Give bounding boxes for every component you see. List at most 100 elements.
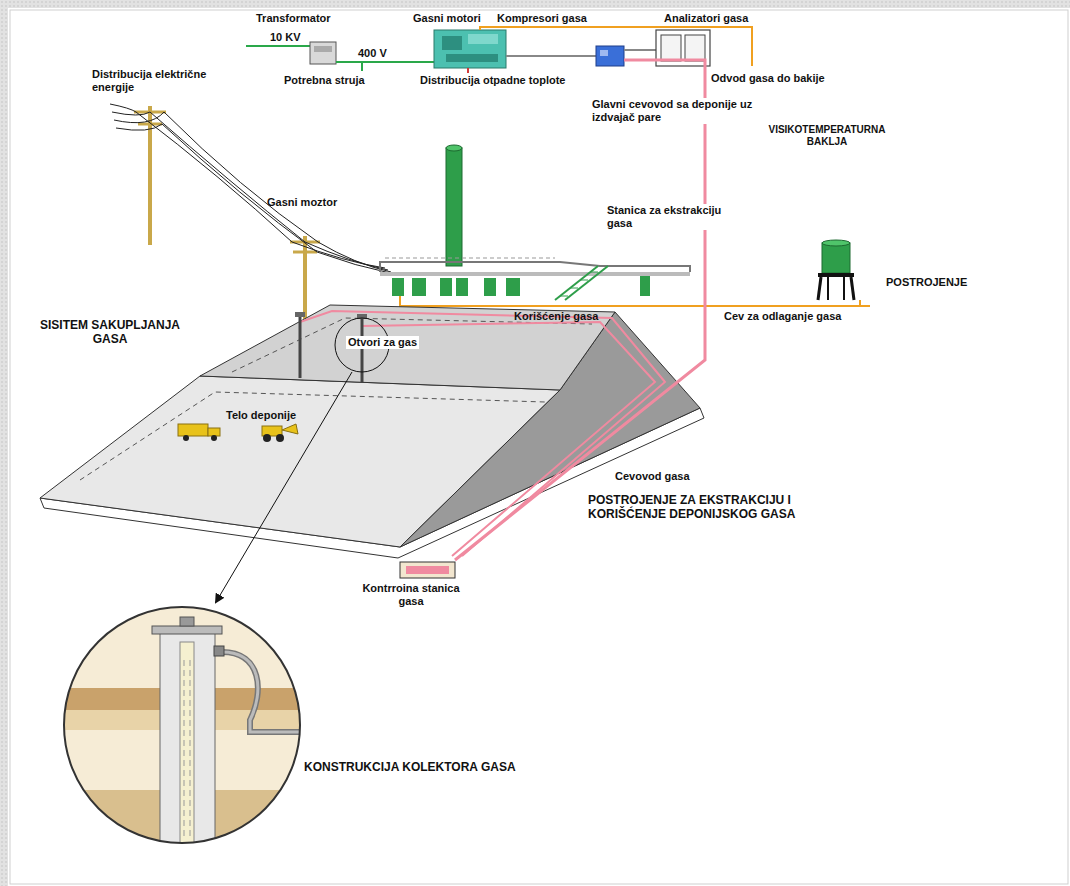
- gas-pipe-part: [455, 60, 705, 560]
- part-label: Analizatori gasa: [664, 12, 748, 25]
- plant-building-part: [859, 300, 861, 306]
- schematic: [246, 27, 752, 73]
- schematic-part: [434, 30, 506, 68]
- part-label: Distribucija električne energije: [92, 68, 217, 94]
- schematic-part: [442, 36, 462, 50]
- part-label: 10 KV: [270, 31, 301, 44]
- page-frame-part: [0, 0, 1070, 8]
- part-label: Transformator: [256, 12, 331, 25]
- vehicles-part: [282, 424, 298, 434]
- vehicles: [178, 424, 298, 442]
- vehicles-part: [183, 435, 189, 441]
- power-line: [110, 104, 394, 336]
- part-label: POSTROJENJE: [886, 276, 967, 289]
- page-frame-part: [0, 0, 8, 886]
- part-label: Otvori za gas: [346, 336, 419, 349]
- vehicles-part: [178, 424, 208, 436]
- vehicles-part: [263, 434, 271, 442]
- plant-building-part: [380, 272, 690, 276]
- collector-detail-part-part: [180, 642, 194, 852]
- schematic-part: [480, 27, 752, 66]
- collector-detail-part-part: [222, 652, 310, 732]
- part-label: KONSTRUKCIJA KOLEKTORA GASA: [304, 760, 516, 774]
- part-label: Kompresori gasa: [497, 12, 587, 25]
- gas-well: [216, 312, 389, 602]
- part-label: Potrebna struja: [284, 74, 365, 87]
- schematic-part: [246, 45, 310, 47]
- collector-detail-part: [64, 607, 300, 843]
- gas-pipe: [300, 60, 705, 560]
- vehicles-part: [276, 434, 284, 442]
- collector-detail-part: [152, 626, 222, 634]
- flare-part: [818, 273, 854, 277]
- part-label: Cevovod gasa: [615, 470, 690, 483]
- gas-well-part: [216, 372, 352, 602]
- flare-part: [827, 277, 829, 300]
- part-label: Kontrroina stanica gasa: [356, 582, 466, 608]
- plant-building-part: [392, 278, 404, 296]
- collector-detail-part-part: [222, 652, 310, 732]
- part-label: Korišćenje gasa: [514, 310, 598, 323]
- page-frame-part: [10, 10, 1068, 884]
- plant-building-part: [484, 278, 496, 296]
- control-station: [400, 562, 455, 578]
- schematic-part: [624, 49, 656, 51]
- schematic-part: [314, 46, 332, 52]
- schematic-part: [336, 61, 434, 63]
- plant-building-part: [555, 266, 598, 300]
- plant-building-part: [640, 276, 650, 296]
- schematic-part: [600, 50, 608, 56]
- part-label: Telo deponije: [226, 409, 296, 422]
- collector-detail-part: [214, 646, 224, 656]
- part-label: Odvod gasa do bakije: [711, 72, 825, 85]
- part-label: Distribucija otpadne toplote: [420, 74, 565, 87]
- flare-part: [822, 243, 850, 273]
- power-line-part: [148, 106, 152, 245]
- collector-detail: [60, 600, 310, 852]
- collector-detail-part: [60, 600, 310, 852]
- plant-building-part: [380, 262, 690, 272]
- plant-building-part: [440, 278, 452, 296]
- collector-detail-part: [180, 617, 194, 626]
- collector-detail-part-part: [160, 632, 215, 852]
- flare: [818, 240, 854, 300]
- part-label: Cev za odlaganje gasa: [724, 310, 841, 323]
- flare-part: [822, 240, 850, 246]
- plant-building-part: [446, 145, 462, 151]
- plant-building-part: [412, 278, 426, 296]
- part-label: VISIKOTEMPERATURNA BAKLJA: [752, 124, 902, 148]
- plant-building-part: [580, 280, 588, 281]
- collector-detail-part-part: [190, 660, 191, 840]
- schematic-part: [596, 46, 624, 66]
- power-line-part: [293, 251, 317, 254]
- control-station-part: [406, 566, 449, 574]
- plant-building-part: [590, 272, 598, 273]
- flare-part: [818, 277, 821, 300]
- landfill-body-part: [200, 305, 615, 390]
- schematic-part: [361, 62, 363, 71]
- vehicles-part: [211, 435, 217, 441]
- gas-well-part: [299, 316, 302, 378]
- schematic-part: [685, 35, 705, 61]
- part-label: Gasni moztor: [267, 196, 337, 209]
- collector-detail-part-part: [184, 660, 185, 840]
- plant-building-part: [506, 278, 520, 296]
- part-label: Gasni motori: [413, 12, 481, 25]
- flare-part: [851, 277, 854, 300]
- plant-building-part: [385, 258, 555, 259]
- part-label: Stanica za ekstrakciju gasa: [605, 204, 724, 230]
- part-label: 400 V: [358, 47, 387, 60]
- schematic-part: [467, 68, 469, 73]
- flare-part: [843, 277, 845, 300]
- schematic-part: [661, 35, 681, 61]
- plant-building-part: [570, 288, 578, 289]
- part-label: POSTROJENJE ZA EKSTRAKCIJU I KORIŠĆENJE …: [588, 493, 824, 522]
- schematic-part: [506, 55, 596, 57]
- control-station-part: [400, 562, 455, 578]
- power-line-part: [116, 124, 394, 274]
- schematic-part: [446, 54, 498, 62]
- gas-well-part: [295, 312, 305, 317]
